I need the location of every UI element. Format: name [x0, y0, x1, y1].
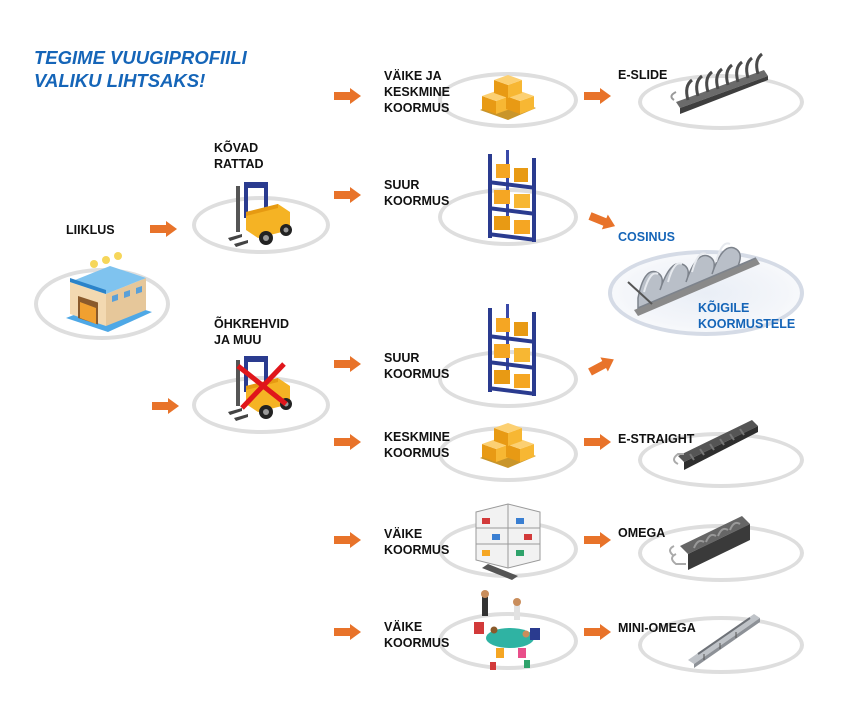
- e-straight-profile-icon: [673, 420, 758, 470]
- label-heavy-load-1: SUUR KOORMUS: [384, 178, 450, 208]
- arrow-icon: [150, 221, 177, 237]
- e-slide-profile-icon: [670, 52, 768, 114]
- arrow-icon: [584, 88, 611, 104]
- label-e-straight: E-STRAIGHT: [618, 432, 695, 446]
- profile-platform-eslide: [638, 74, 804, 130]
- label-all-loads: KÕIGILE KOORMUSTELE: [698, 301, 796, 331]
- label-small-load-1: VÄIKE KOORMUS: [384, 527, 450, 557]
- label-heavy-load-2: SUUR KOORMUS: [384, 351, 450, 381]
- forklift-icon: [228, 182, 292, 247]
- label-mini-omega: MINI-OMEGA: [618, 621, 696, 635]
- office-people-icon: [474, 590, 540, 670]
- forklift-crossed-icon: [228, 356, 292, 421]
- profile-platform-omega: [638, 524, 804, 582]
- arrow-icon: [586, 352, 618, 380]
- load-platform-6: [438, 612, 578, 670]
- label-cosinus: COSINUS: [618, 230, 675, 244]
- profile-platform-miniomega: [638, 616, 804, 674]
- arrow-icon: [584, 434, 611, 450]
- label-air-tyres: ÕHKREHVID JA MUU: [214, 317, 290, 347]
- label-traffic: LIIKLUS: [66, 223, 115, 237]
- omega-profile-icon: [669, 516, 750, 570]
- arrow-icon: [334, 532, 361, 548]
- label-small-medium-load: VÄIKE JA KESKMINE KOORMUS: [384, 69, 450, 115]
- boxes-pallet-icon: [480, 75, 536, 120]
- page-title: TEGIME VUUGIPROFIILI VALIKU LIHTSAKS!: [34, 47, 247, 91]
- label-medium-load: KESKMINE KOORMUS: [384, 430, 450, 460]
- storage-rack-icon: [488, 150, 536, 242]
- arrow-icon: [334, 434, 361, 450]
- arrow-icon: [334, 356, 361, 372]
- forklift-air-platform: [192, 376, 330, 434]
- cosinus-profile-icon: [627, 242, 760, 316]
- mini-omega-profile-icon: [688, 614, 760, 668]
- arrow-icon: [587, 208, 619, 234]
- label-hard-wheels: KÕVAD RATTAD: [214, 141, 264, 171]
- arrow-icon: [334, 624, 361, 640]
- arrow-icon: [334, 187, 361, 203]
- forklift-hard-platform: [192, 196, 330, 254]
- warehouse-icon: [66, 252, 152, 332]
- boxes-pallet-icon: [480, 423, 536, 468]
- load-platform-1: [438, 72, 578, 128]
- label-small-load-2: VÄIKE KOORMUS: [384, 620, 450, 650]
- label-e-slide: E-SLIDE: [618, 68, 668, 82]
- parking-garage-icon: [475, 503, 541, 580]
- arrow-icon: [584, 624, 611, 640]
- arrow-icon: [584, 532, 611, 548]
- arrow-icon: [152, 398, 179, 414]
- storage-rack-icon: [488, 304, 536, 396]
- profile-platform-estraight: [638, 432, 804, 488]
- label-omega: OMEGA: [618, 526, 666, 540]
- arrow-icon: [334, 88, 361, 104]
